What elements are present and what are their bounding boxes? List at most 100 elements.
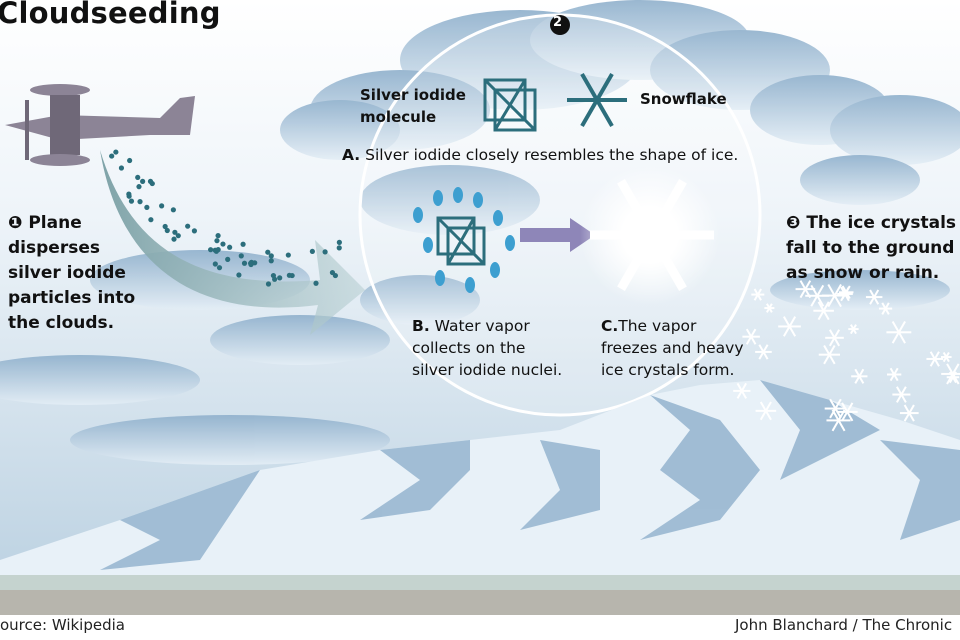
step3-line: fall to the ground	[786, 238, 955, 258]
particle	[248, 261, 254, 268]
falling-snowflake-icon	[755, 401, 777, 421]
step-b-line: silver iodide nuclei.	[412, 361, 563, 379]
falling-snowflake-icon	[946, 371, 960, 384]
particle	[212, 261, 218, 267]
falling-snowflake-icon	[926, 351, 944, 367]
falling-snowflake-icon	[825, 329, 844, 347]
water-drops-icon	[413, 187, 515, 293]
particle	[118, 165, 125, 171]
step1-badge: ❶	[8, 213, 23, 233]
falling-snowflake-icon	[848, 324, 859, 335]
step3-text: ❸ The ice crystals fall to the ground as…	[786, 211, 956, 286]
particle	[241, 260, 248, 266]
particle	[208, 247, 214, 253]
particle	[126, 193, 132, 199]
particle	[265, 249, 271, 255]
falling-snowflake-icon	[941, 351, 952, 363]
particle	[147, 178, 154, 184]
particle	[113, 149, 119, 155]
particle	[225, 256, 231, 262]
particle	[236, 272, 242, 278]
step-c-line: ice crystals form.	[601, 361, 735, 379]
falling-snowflake-icon	[751, 288, 765, 301]
falling-snowflake-icon	[886, 321, 912, 344]
molecule-nucleus-icon	[436, 216, 486, 266]
particle	[286, 272, 292, 278]
particle	[136, 184, 142, 190]
falling-snowflake-icon	[778, 316, 801, 337]
falling-snowflake-icon	[878, 302, 893, 315]
step-b-line: Water vapor	[434, 317, 530, 335]
step1-line: particles into	[8, 288, 136, 308]
clouds	[0, 0, 960, 465]
particle	[329, 269, 336, 276]
falling-snowflake-icon	[892, 386, 911, 403]
molecule-icon	[483, 78, 537, 132]
step1-line: silver iodide	[8, 263, 126, 283]
particle	[313, 280, 319, 286]
particle	[268, 258, 274, 264]
falling-snowflake-icon	[851, 368, 868, 384]
step2-number: 2	[553, 15, 563, 30]
particle	[140, 178, 146, 184]
step-b-line: collects on the	[412, 339, 526, 357]
falling-snowflake-icon	[755, 344, 772, 360]
step-b-letter: B.	[412, 317, 430, 335]
particle	[215, 233, 221, 239]
particle	[268, 253, 274, 259]
particle	[164, 227, 170, 234]
particle	[336, 245, 342, 251]
step-c-letter: C.	[601, 317, 619, 335]
falling-snowflake-icon	[837, 286, 853, 302]
particle	[127, 157, 133, 164]
particle	[336, 239, 342, 245]
particle	[220, 241, 226, 247]
particle	[128, 198, 135, 204]
snowflake-label: Snowflake	[640, 90, 727, 108]
falling-snowflake-icon	[821, 283, 848, 308]
particle	[214, 238, 220, 244]
step-a-text: A. Silver iodide closely resembles the s…	[342, 144, 738, 166]
step-a-letter: A.	[342, 146, 361, 164]
molecule-label: Silver iodide molecule	[360, 84, 466, 128]
step-a-body: Silver iodide closely resembles the shap…	[365, 146, 739, 164]
falling-snowflake-icon	[764, 303, 775, 313]
silver-iodide-particles	[109, 149, 342, 287]
step-c-line: The vapor	[618, 317, 697, 335]
falling-snowflake-icon	[805, 284, 830, 307]
mountain-shadows	[100, 380, 960, 570]
step-b-text: B. Water vapor collects on the silver io…	[412, 315, 562, 381]
molecule-label-line: molecule	[360, 108, 437, 126]
step1-line: disperses	[8, 238, 100, 258]
falling-snowflake-icon	[813, 301, 834, 321]
particle	[238, 253, 244, 259]
particle	[185, 223, 191, 229]
falling-snowflake-icon	[818, 344, 840, 365]
step3-badge: ❸	[786, 213, 801, 233]
particle-arrow-icon	[100, 150, 365, 335]
snowflake-icon	[567, 73, 627, 127]
artist-credit: John Blanchard / The Chronic	[735, 616, 953, 634]
particle	[137, 199, 143, 205]
particle	[135, 174, 141, 181]
molecule-label-line: Silver iodide	[360, 86, 466, 104]
particle	[170, 207, 176, 213]
step2-badge	[550, 15, 570, 35]
particle	[144, 204, 150, 210]
particle	[277, 275, 283, 281]
particle	[265, 281, 272, 287]
falling-snowflake-icon	[795, 280, 816, 299]
falling-snowflake-icon	[742, 328, 760, 345]
step-c-line: freezes and heavy	[601, 339, 744, 357]
particle	[216, 265, 223, 271]
particle	[322, 249, 328, 255]
particle	[191, 228, 198, 234]
falling-snowflake-icon	[899, 404, 919, 422]
falling-snowflake-icon	[887, 367, 902, 382]
particle	[227, 244, 233, 250]
particle	[148, 217, 154, 223]
falling-snowflake-icon	[824, 398, 847, 419]
step3-line: The ice crystals	[806, 213, 957, 233]
particle	[285, 252, 291, 258]
